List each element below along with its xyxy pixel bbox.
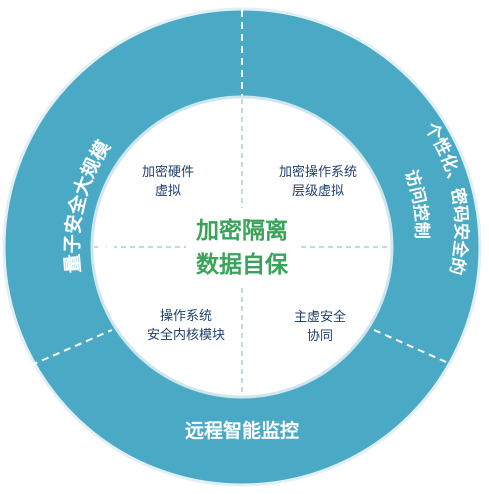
outer-divider-left: [19, 329, 113, 371]
quadrant-bottom-right-line2: 协同: [307, 329, 333, 344]
quadrant-top-right-line1: 加密操作系统: [279, 164, 357, 180]
quadrant-bottom-right-line1: 主虚安全: [294, 309, 346, 325]
quadrant-bottom-left-line2: 安全内核模块: [147, 327, 225, 343]
quadrant-top-left-line2: 虚拟: [155, 184, 181, 199]
quadrant-top-right-line2: 层级虚拟: [292, 184, 344, 199]
center-title-line1: 加密隔离: [195, 217, 288, 244]
center-backdrop: [186, 208, 298, 284]
quadrant-top-left-line1: 加密硬件: [142, 164, 194, 180]
quadrant-bottom-left-line1: 操作系统: [160, 308, 212, 324]
center-title-line2: 数据自保: [196, 251, 289, 278]
outer-divider-right: [373, 329, 465, 371]
outer-bottom-label: 远程智能监控: [185, 419, 299, 442]
